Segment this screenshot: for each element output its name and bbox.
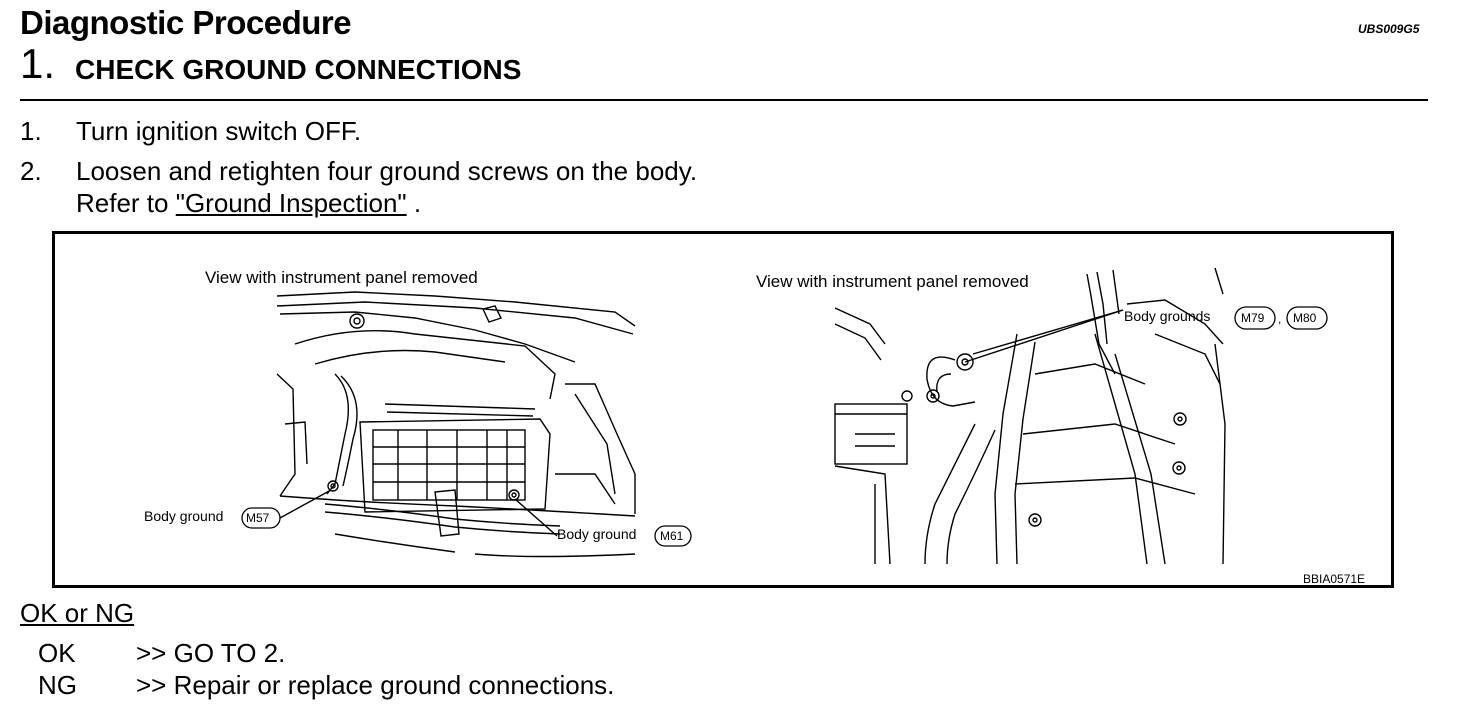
callout-m57-label: Body ground (144, 508, 224, 524)
instruction-2-refer-line: Refer to "Ground Inspection" . (76, 188, 421, 219)
callout-m57-code: M57 (246, 511, 270, 525)
oval-m57 (241, 507, 281, 529)
instruction-1-text: Turn ignition switch OFF. (76, 116, 362, 146)
result-ng-key: NG (38, 670, 77, 700)
oval-m80 (1286, 306, 1328, 330)
oval-m79 (1234, 306, 1276, 330)
instruction-2-number: 2. (20, 156, 42, 186)
callout-ovals (241, 306, 1328, 547)
left-caption: View with instrument panel removed (205, 268, 478, 287)
callout-m61-label: Body ground (557, 526, 637, 542)
header-divider (20, 99, 1428, 101)
figure-illustration (241, 267, 1328, 565)
callout-m61-code: M61 (660, 529, 684, 543)
figure-id: BBIA0571E (1303, 572, 1366, 586)
ground-location-figure: View with instrument panel removed View … (52, 231, 1394, 588)
ground-inspection-link[interactable]: "Ground Inspection" (175, 188, 407, 218)
left-dash-illustration (276, 291, 636, 558)
step-number: 1. (20, 40, 56, 87)
document-id: UBS009G5 (1358, 22, 1420, 36)
refer-suffix: . (406, 188, 422, 218)
result-ok-key: OK (38, 638, 76, 668)
oval-m61 (654, 525, 692, 547)
result-ng-action: >> Repair or replace ground connections. (136, 670, 615, 700)
callout-comma: , (1278, 312, 1282, 326)
callout-m79-code: M79 (1241, 311, 1265, 325)
callout-right-label: Body grounds (1124, 308, 1211, 324)
result-heading: OK or NG (20, 598, 135, 628)
right-pillar-illustration (834, 267, 1226, 565)
result-ok-action[interactable]: >> GO TO 2. (136, 638, 286, 668)
callout-m80-code: M80 (1293, 311, 1317, 325)
step-title: CHECK GROUND CONNECTIONS (75, 54, 522, 85)
instruction-1-number: 1. (20, 116, 42, 146)
refer-prefix: Refer to (76, 188, 176, 218)
page-title: Diagnostic Procedure (20, 4, 352, 41)
instruction-2-text: Loosen and retighten four ground screws … (76, 156, 698, 186)
right-caption: View with instrument panel removed (756, 272, 1029, 291)
